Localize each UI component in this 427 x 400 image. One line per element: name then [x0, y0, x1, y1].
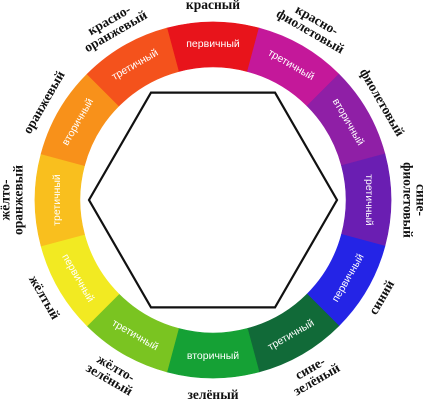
- color-name-label: зелёный: [187, 387, 238, 400]
- color-name-label: красный: [186, 0, 240, 12]
- inner-hexagon: [87, 91, 339, 309]
- segment-type-label: третичный: [51, 174, 63, 226]
- ring-segment: [86, 27, 179, 107]
- color-ring: [34, 21, 392, 379]
- segment-type-label: третичный: [363, 174, 375, 226]
- color-name-label: сине-фиолетовый: [401, 162, 427, 238]
- color-name-label: жёлто-оранжевый: [0, 165, 26, 235]
- segment-type-label: первичный: [186, 38, 240, 50]
- segment-type-label: вторичный: [187, 350, 239, 362]
